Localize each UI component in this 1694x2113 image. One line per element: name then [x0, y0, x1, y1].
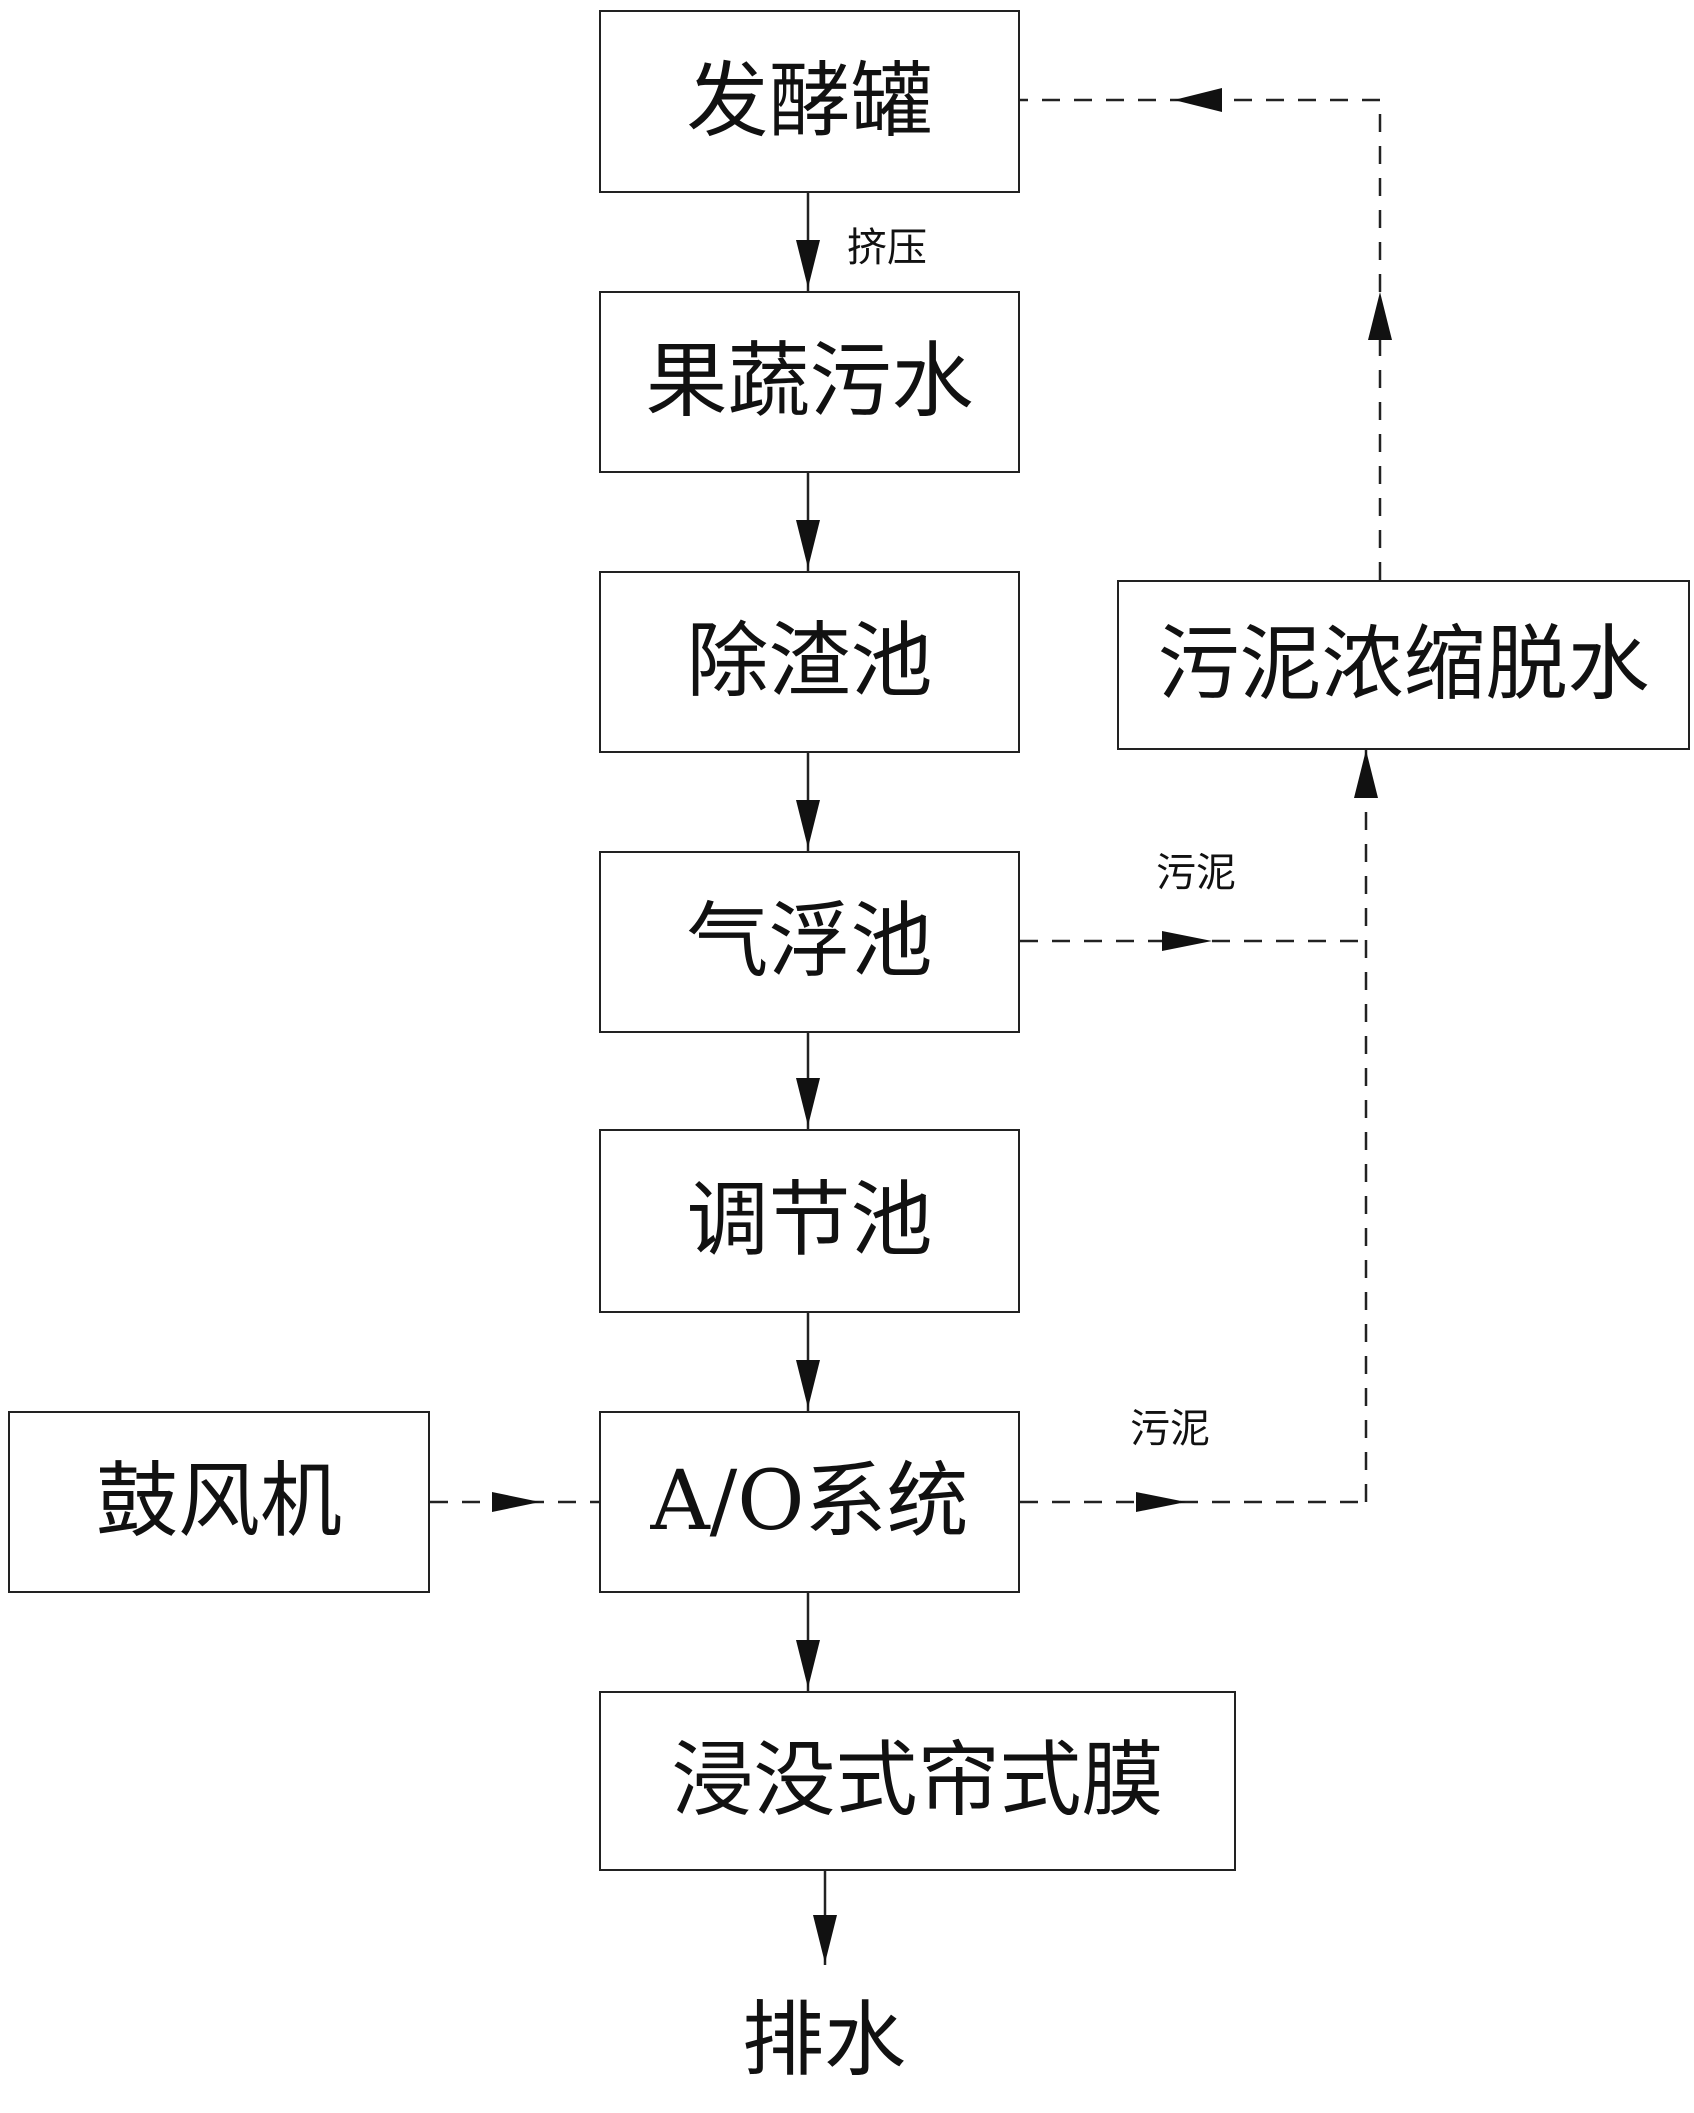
- node-fermentation-tank-label: 发酵罐: [686, 53, 933, 149]
- arrowhead-return-left: [1174, 88, 1222, 112]
- node-regulating-tank-label: 调节池: [686, 1173, 933, 1268]
- node-regulating-tank: 调节池: [599, 1129, 1020, 1313]
- outlet-label: 排水: [742, 1993, 907, 2088]
- dashed-arrowheads: [492, 88, 1392, 1512]
- node-fruit-veg-wastewater: 果蔬污水: [599, 291, 1020, 473]
- arrowhead-ao-sludge: [1136, 1492, 1186, 1512]
- node-sludge-thickening-dewatering: 污泥浓缩脱水: [1117, 580, 1690, 750]
- node-immersed-curtain-membrane-label: 浸没式帘式膜: [671, 1733, 1164, 1828]
- node-fruit-veg-wastewater-label: 果蔬污水: [645, 334, 974, 429]
- arrowhead-return-up: [1368, 292, 1392, 340]
- node-fermentation-tank: 发酵罐: [599, 10, 1020, 193]
- node-sludge-thickening-dewatering-label: 污泥浓缩脱水: [1157, 617, 1650, 712]
- node-ao-system-label: A/O系统: [650, 1454, 969, 1549]
- edge-label-squeeze: 挤压: [847, 225, 927, 271]
- node-ao-system: A/O系统: [599, 1411, 1020, 1593]
- node-blower-label: 鼓风机: [95, 1454, 342, 1549]
- node-air-flotation-tank: 气浮池: [599, 851, 1020, 1033]
- node-slag-removal-tank-label: 除渣池: [686, 614, 933, 709]
- node-air-flotation-tank-label: 气浮池: [686, 894, 933, 989]
- edge-label-sludge-ao: 污泥: [1130, 1406, 1210, 1452]
- node-blower: 鼓风机: [8, 1411, 430, 1593]
- main-flow-arrows: [796, 193, 837, 1965]
- edge-label-sludge-flotation: 污泥: [1156, 850, 1236, 896]
- node-immersed-curtain-membrane: 浸没式帘式膜: [599, 1691, 1236, 1871]
- node-slag-removal-tank: 除渣池: [599, 571, 1020, 753]
- arrowhead-blower: [492, 1492, 540, 1512]
- arrowhead-flotation-sludge: [1162, 931, 1212, 951]
- arrowhead-into-sludge-box: [1354, 750, 1378, 798]
